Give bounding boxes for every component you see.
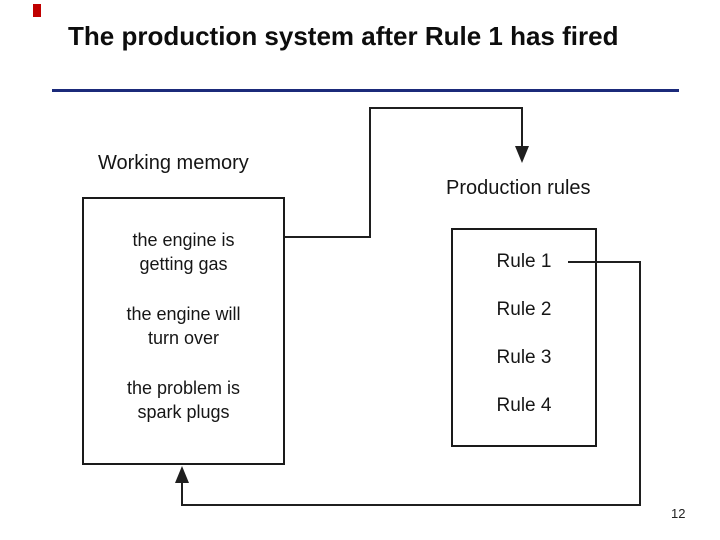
- slide-accent-bar: [33, 4, 41, 17]
- wm-to-rules-connector-segment: [521, 107, 523, 148]
- fact-item: the engine will turn over: [126, 302, 240, 350]
- wm-to-rules-connector-segment: [369, 107, 523, 109]
- arrow-up-icon: [175, 466, 189, 483]
- fact-item: the engine is getting gas: [132, 228, 234, 276]
- fact-line: turn over: [147, 328, 220, 348]
- fact-line: spark plugs: [137, 402, 230, 422]
- wm-to-rules-connector-segment: [285, 236, 371, 238]
- fact-line: the problem is: [126, 378, 241, 398]
- wm-to-rules-connector-segment: [369, 107, 371, 238]
- production-rules-label: Production rules: [446, 177, 591, 199]
- rule-item: Rule 3: [496, 347, 552, 368]
- title-underline: [52, 89, 679, 92]
- arrow-down-icon: [515, 146, 529, 163]
- fact-line: the engine will: [126, 304, 241, 324]
- fact-line: getting gas: [139, 254, 228, 274]
- fact-line: the engine is: [132, 230, 235, 250]
- rule-item: Rule 2: [496, 299, 552, 320]
- working-memory-label: Working memory: [98, 152, 249, 174]
- rule-item: Rule 1: [496, 251, 552, 272]
- rule-item: Rule 4: [496, 395, 552, 416]
- fact-item: the problem is spark plugs: [127, 376, 240, 424]
- rule1-to-wm-connector-segment: [181, 504, 641, 506]
- production-rules-box: Rule 1 Rule 2 Rule 3 Rule 4: [451, 228, 597, 447]
- page-number: 12: [671, 506, 686, 521]
- rule1-to-wm-connector-segment: [568, 261, 641, 263]
- rule1-to-wm-connector-segment: [639, 261, 641, 506]
- slide-title: The production system after Rule 1 has f…: [68, 21, 619, 51]
- rule1-to-wm-connector-segment: [181, 480, 183, 506]
- working-memory-box: the engine is getting gas the engine wil…: [82, 197, 285, 465]
